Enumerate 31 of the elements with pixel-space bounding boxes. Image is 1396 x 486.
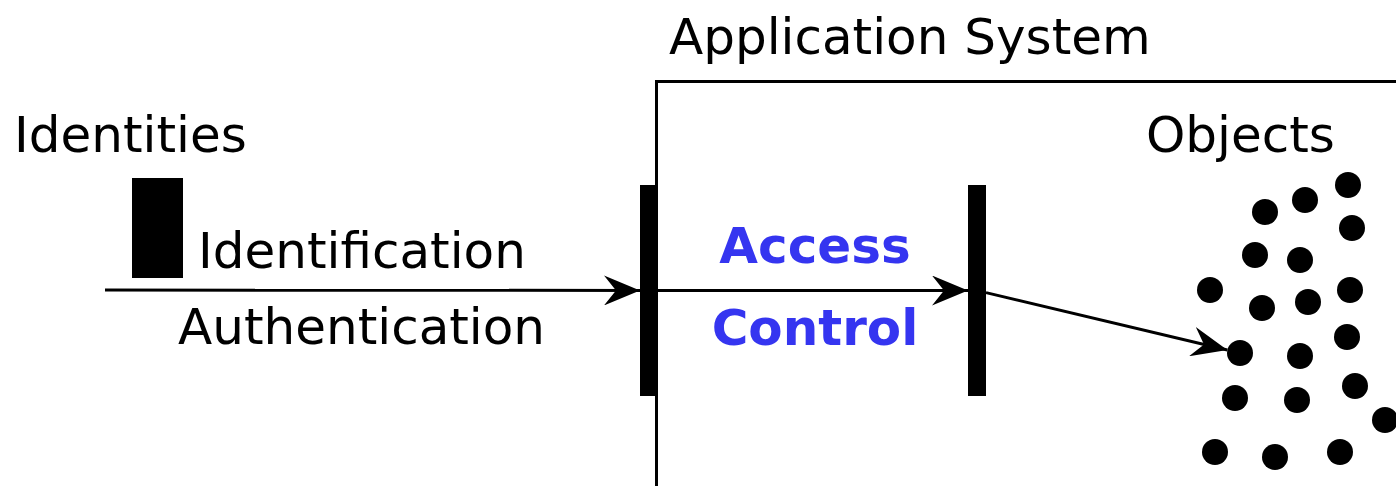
edge-label: Access Control bbox=[710, 216, 920, 359]
object-dot bbox=[1197, 277, 1223, 303]
object-dot bbox=[1284, 387, 1310, 413]
object-dot bbox=[1295, 289, 1321, 315]
gate-bar bbox=[640, 185, 657, 396]
arrow bbox=[985, 291, 1228, 357]
object-dot bbox=[1249, 295, 1275, 321]
object-dot bbox=[1252, 199, 1278, 225]
object-dot bbox=[1202, 439, 1228, 465]
object-dot bbox=[1334, 324, 1360, 350]
object-dot bbox=[1287, 343, 1313, 369]
object-dot bbox=[1222, 385, 1248, 411]
object-dot bbox=[1372, 407, 1396, 433]
objects-label: Objects bbox=[1146, 106, 1335, 164]
arrow-caption: Authentication bbox=[178, 298, 546, 356]
object-dot bbox=[1292, 187, 1318, 213]
object-dot bbox=[1287, 247, 1313, 273]
identities-label: Identities bbox=[14, 106, 247, 164]
object-dot bbox=[1262, 444, 1288, 470]
object-dot bbox=[1342, 373, 1368, 399]
system-title: Application System bbox=[669, 8, 1151, 66]
object-dot bbox=[1327, 439, 1353, 465]
arrow bbox=[105, 275, 640, 306]
arrow bbox=[657, 275, 968, 306]
object-dot bbox=[1242, 242, 1268, 268]
object-dot bbox=[1227, 340, 1253, 366]
object-dot bbox=[1339, 215, 1365, 241]
object-dot bbox=[1337, 277, 1363, 303]
arrow-caption: Identification bbox=[198, 222, 526, 280]
gate-bar bbox=[968, 185, 986, 396]
object-dot bbox=[1335, 172, 1361, 198]
